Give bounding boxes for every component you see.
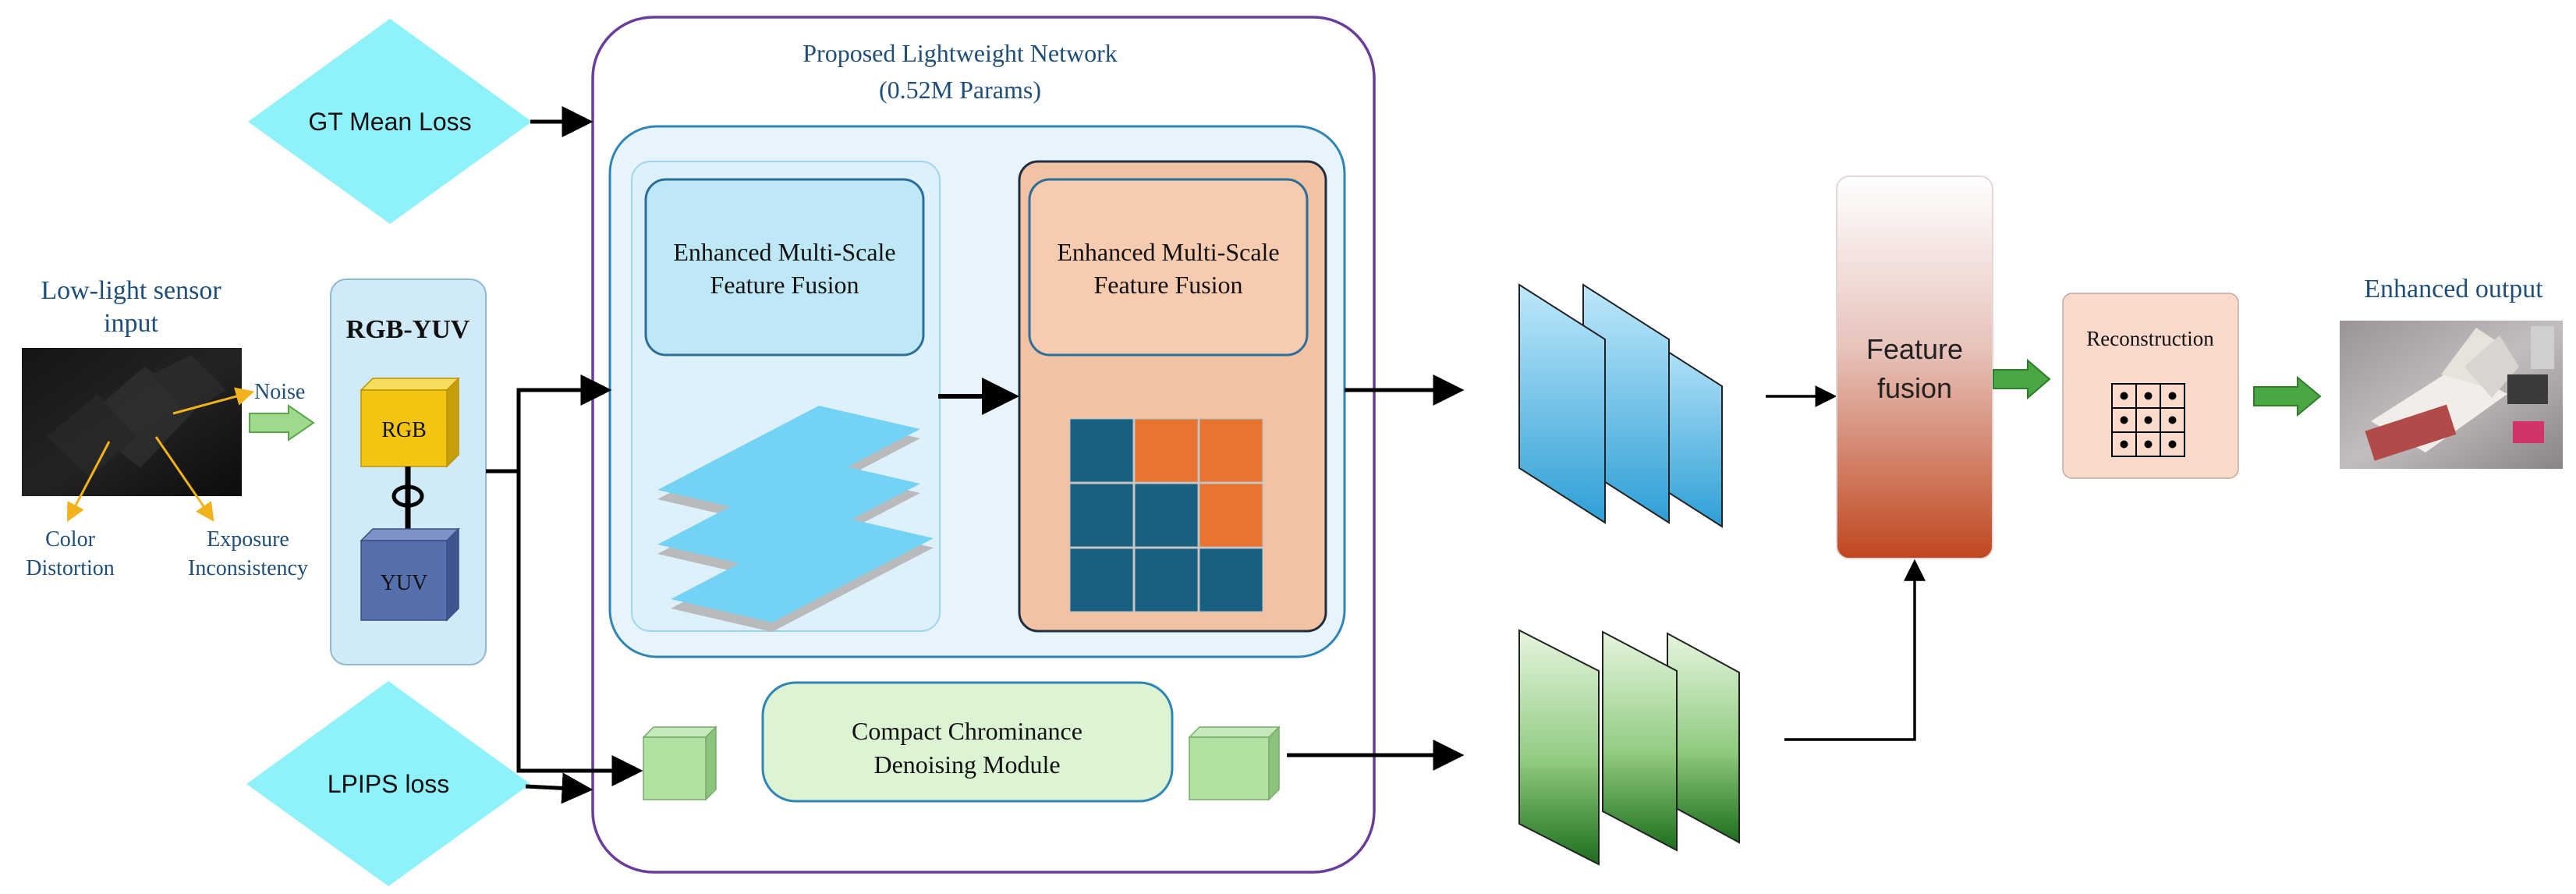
msff-left-label-2: Feature Fusion bbox=[710, 271, 859, 299]
yuv-cube bbox=[360, 527, 460, 622]
msff-left-block bbox=[644, 178, 925, 357]
feature-fusion-block bbox=[1836, 176, 1993, 559]
tile-orange bbox=[1134, 418, 1199, 483]
noise-annotation-arrow bbox=[172, 387, 255, 415]
tile-orange bbox=[1199, 418, 1263, 483]
kernel-dot bbox=[2168, 392, 2177, 400]
tile-dark bbox=[1134, 483, 1199, 548]
lpips-loss-diamond bbox=[246, 681, 530, 886]
rgb-cube bbox=[360, 377, 460, 468]
chroma-module bbox=[761, 681, 1174, 803]
msff-right-label-2: Feature Fusion bbox=[1093, 271, 1242, 299]
reconstruction-label: Reconstruction bbox=[2086, 327, 2214, 350]
reconstruction-block bbox=[2062, 293, 2239, 479]
tile-dark bbox=[1069, 483, 1134, 548]
network-title: Proposed Lightweight Network bbox=[803, 39, 1118, 67]
input-title-1: Low-light sensor bbox=[41, 276, 221, 305]
feature-fusion-label-2: fusion bbox=[1877, 372, 1952, 404]
tile-dark bbox=[1134, 548, 1199, 612]
feature-fusion-label-1: Feature bbox=[1866, 333, 1963, 365]
feature-planes-stack bbox=[657, 406, 934, 632]
color-distortion-arrow bbox=[66, 441, 111, 522]
kernel-cell bbox=[2160, 431, 2185, 457]
kernel-dot bbox=[2168, 416, 2177, 424]
rgb-yuv-title: RGB-YUV bbox=[346, 315, 470, 344]
kernel-dot bbox=[2120, 392, 2128, 400]
exposure-annotation-arrow bbox=[154, 436, 214, 522]
input-to-conversion-arrow bbox=[249, 404, 315, 442]
kernel-dot bbox=[2144, 416, 2153, 424]
reconstruction-to-output-arrow bbox=[2253, 375, 2322, 417]
route-to-chroma bbox=[516, 471, 643, 786]
exposure-label-2: Inconsistency bbox=[188, 556, 308, 580]
low-light-image-content bbox=[47, 355, 226, 477]
tile-orange bbox=[1199, 483, 1263, 548]
exposure-label-1: Exposure bbox=[207, 527, 289, 552]
attention-tile-grid bbox=[1069, 418, 1263, 612]
route-to-network bbox=[486, 374, 612, 474]
tile-dark bbox=[1069, 418, 1134, 483]
noise-label: Noise bbox=[254, 380, 305, 404]
kernel-dot bbox=[2168, 440, 2177, 449]
gt-mean-loss-label: GT Mean Loss bbox=[308, 108, 471, 136]
reconstruction-kernel-grid bbox=[2111, 383, 2185, 457]
chroma-output-cube bbox=[1188, 725, 1281, 801]
green-maps-to-fusion-arrow bbox=[1784, 559, 1926, 741]
rgb-label: RGB bbox=[381, 418, 427, 442]
rgb-yuv-link-ring bbox=[392, 484, 424, 508]
kernel-dot bbox=[2144, 392, 2153, 400]
yuv-label: YUV bbox=[381, 571, 428, 595]
enhanced-output-image-content bbox=[2365, 326, 2554, 461]
kernel-dot bbox=[2144, 440, 2153, 449]
network-params: (0.52M Params) bbox=[879, 76, 1041, 104]
lpips-loss-label: LPIPS loss bbox=[328, 770, 450, 798]
input-title-2: input bbox=[104, 309, 158, 338]
chroma-input-cube bbox=[642, 725, 718, 801]
tile-dark bbox=[1199, 548, 1263, 612]
chroma-label-1: Compact Chrominance bbox=[852, 717, 1082, 745]
color-distortion-label-2: Distortion bbox=[26, 556, 115, 580]
fusion-to-reconstruction-arrow bbox=[1993, 358, 2051, 400]
msff-left-label-1: Enhanced Multi-Scale bbox=[673, 238, 895, 266]
chroma-label-2: Denoising Module bbox=[873, 750, 1060, 779]
lpips-loss-arrow bbox=[525, 772, 594, 804]
output-title: Enhanced output bbox=[2364, 275, 2543, 303]
gt-mean-loss-diamond bbox=[248, 19, 532, 224]
msff-right-label-1: Enhanced Multi-Scale bbox=[1057, 238, 1279, 266]
kernel-dot bbox=[2120, 416, 2128, 424]
kernel-dot bbox=[2120, 440, 2128, 449]
tile-dark bbox=[1069, 548, 1134, 612]
chrominance-feature-maps bbox=[1518, 629, 1740, 866]
msff-right-block bbox=[1028, 178, 1309, 357]
luminance-feature-maps bbox=[1518, 283, 1723, 528]
color-distortion-label-1: Color bbox=[45, 527, 95, 552]
